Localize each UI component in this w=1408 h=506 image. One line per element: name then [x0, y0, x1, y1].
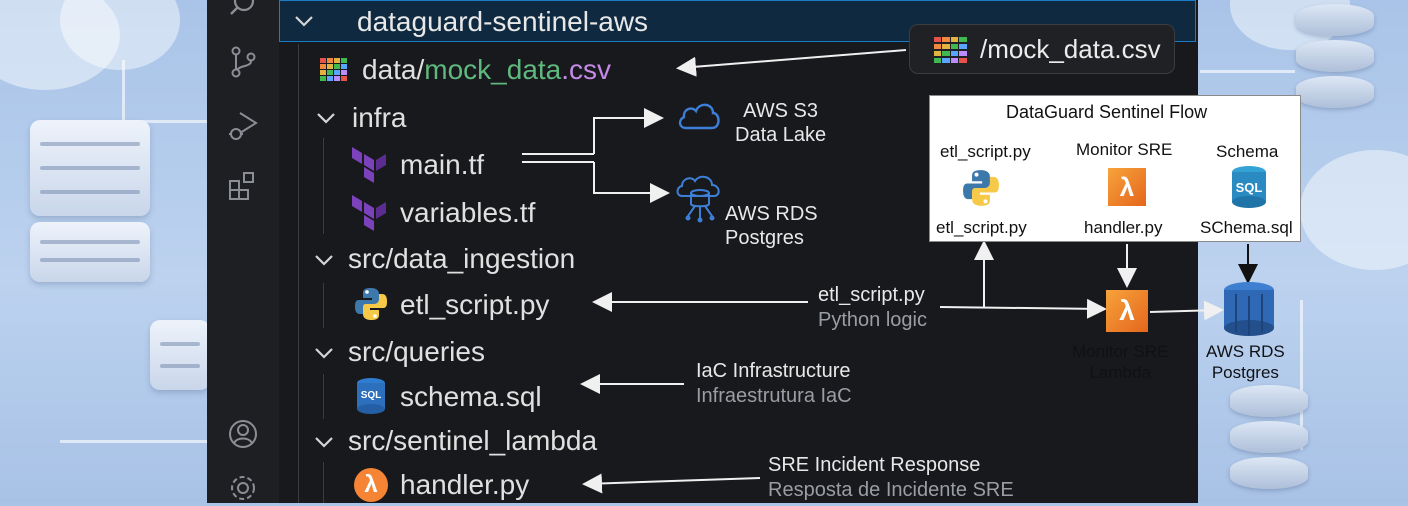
path-prefix: data/ [362, 54, 425, 85]
aws-s3-line1: AWS S3 [743, 100, 818, 122]
lambda-label-line2: Lambda [1089, 363, 1151, 382]
annotation-iac: IaC Infrastructure Infraestrutura IaC [696, 359, 852, 409]
tree-item-label: src/sentinel_lambda [348, 425, 598, 456]
annotation-subtitle: Python logic [818, 309, 927, 331]
annotation-subtitle: Resposta de Incidente SRE [768, 479, 1014, 501]
indent-guide [298, 44, 299, 503]
rds-label-line1: AWS RDS [1206, 342, 1285, 361]
aws-rds-label: AWS RDS Postgres [725, 202, 818, 250]
annotation-title: SRE Incident Response [768, 454, 981, 476]
explorer-root-folder[interactable]: dataguard-sentinel-aws [279, 0, 1196, 42]
server-illustration [30, 222, 150, 282]
tree-item-label: src/queries [348, 336, 485, 367]
terraform-icon [352, 147, 386, 183]
chevron-down-icon[interactable] [312, 430, 336, 454]
server-illustration [150, 320, 210, 390]
flow-col1-bottom: etl_script.py [936, 218, 1027, 237]
settings-gear-icon[interactable] [225, 470, 261, 506]
csv-file-icon [934, 37, 967, 63]
python-icon [963, 170, 999, 206]
tree-item-label: schema.sql [400, 381, 542, 412]
cloud-icon [678, 103, 720, 130]
flow-title: DataGuard Sentinel Flow [1006, 102, 1208, 122]
source-control-icon[interactable] [225, 44, 261, 80]
indent-guide [323, 138, 324, 234]
terraform-icon [352, 195, 386, 231]
lambda-icon: λ [1106, 290, 1148, 332]
flow-diagram: DataGuard Sentinel Flow etl_script.py Mo… [929, 95, 1301, 242]
aws-rds-icon [1224, 282, 1274, 336]
sql-database-icon: SQL [356, 378, 386, 414]
lambda-label: Monitor SRE Lambda [1072, 341, 1168, 383]
tree-item-label: infra [352, 102, 407, 133]
database-illustration [1296, 4, 1374, 112]
lambda-icon: λ [1108, 168, 1146, 206]
lambda-label-line1: Monitor SRE [1072, 342, 1169, 361]
server-illustration [30, 120, 150, 216]
annotation-title: IaC Infrastructure [696, 360, 851, 382]
chevron-down-icon[interactable] [314, 106, 338, 130]
run-debug-icon[interactable] [225, 108, 261, 144]
search-icon[interactable] [225, 0, 261, 22]
chevron-down-icon[interactable] [312, 248, 336, 272]
tree-item-label: data/mock_data.csv [362, 54, 611, 86]
account-icon[interactable] [225, 416, 261, 452]
sql-database-icon: SQL [1230, 166, 1268, 208]
file-name: mock_data [424, 54, 562, 85]
annotation-subtitle: Infraestrutura IaC [696, 385, 852, 407]
annotation-etl: etl_script.py Python logic [818, 283, 927, 333]
tree-item-label: variables.tf [400, 197, 536, 228]
tree-item-label: main.tf [400, 149, 485, 180]
tree-item-label: handler.py [400, 469, 530, 500]
indent-guide [323, 283, 324, 328]
explorer-panel [279, 0, 1198, 503]
rds-label-line2: Postgres [1211, 363, 1279, 382]
chevron-down-icon[interactable] [292, 9, 316, 33]
file-extension: .csv [561, 54, 612, 85]
csv-file-icon [320, 58, 347, 81]
sql-badge-text: SQL [1235, 180, 1263, 195]
extensions-icon[interactable] [225, 168, 261, 204]
flow-col1-top: etl_script.py [940, 142, 1031, 161]
floating-file-label-text: /mock_data.csv [980, 34, 1161, 64]
flow-col2-top: Monitor SRE [1076, 140, 1173, 159]
tree-item-label: src/data_ingestion [348, 243, 576, 274]
python-icon [355, 288, 387, 320]
database-illustration [1230, 385, 1308, 493]
lambda-icon: λ [354, 468, 388, 502]
aws-s3-line2: Data Lake [735, 124, 827, 146]
chevron-down-icon[interactable] [312, 341, 336, 365]
rds-label: AWS RDS Postgres [1206, 341, 1285, 383]
indent-guide [323, 462, 324, 503]
tree-item-label: etl_script.py [400, 289, 550, 320]
indent-guide [323, 374, 324, 419]
database-network-icon [676, 175, 720, 223]
aws-rds-line1: AWS RDS [725, 203, 818, 225]
activity-bar [207, 0, 279, 503]
floating-file-label: /mock_data.csv [909, 24, 1175, 74]
flow-col3-bottom: SChema.sql [1200, 218, 1293, 237]
aws-rds-line2: Postgres [725, 227, 804, 249]
aws-s3-label: AWS S3 Data Lake [735, 99, 826, 147]
flow-col3-top: Schema [1216, 142, 1279, 161]
flow-col2-bottom: handler.py [1084, 218, 1163, 237]
root-folder-label: dataguard-sentinel-aws [357, 6, 649, 37]
sql-badge-text: SQL [360, 390, 382, 401]
annotation-title: etl_script.py [818, 284, 925, 306]
annotation-sre: SRE Incident Response Resposta de Incide… [768, 453, 1014, 503]
